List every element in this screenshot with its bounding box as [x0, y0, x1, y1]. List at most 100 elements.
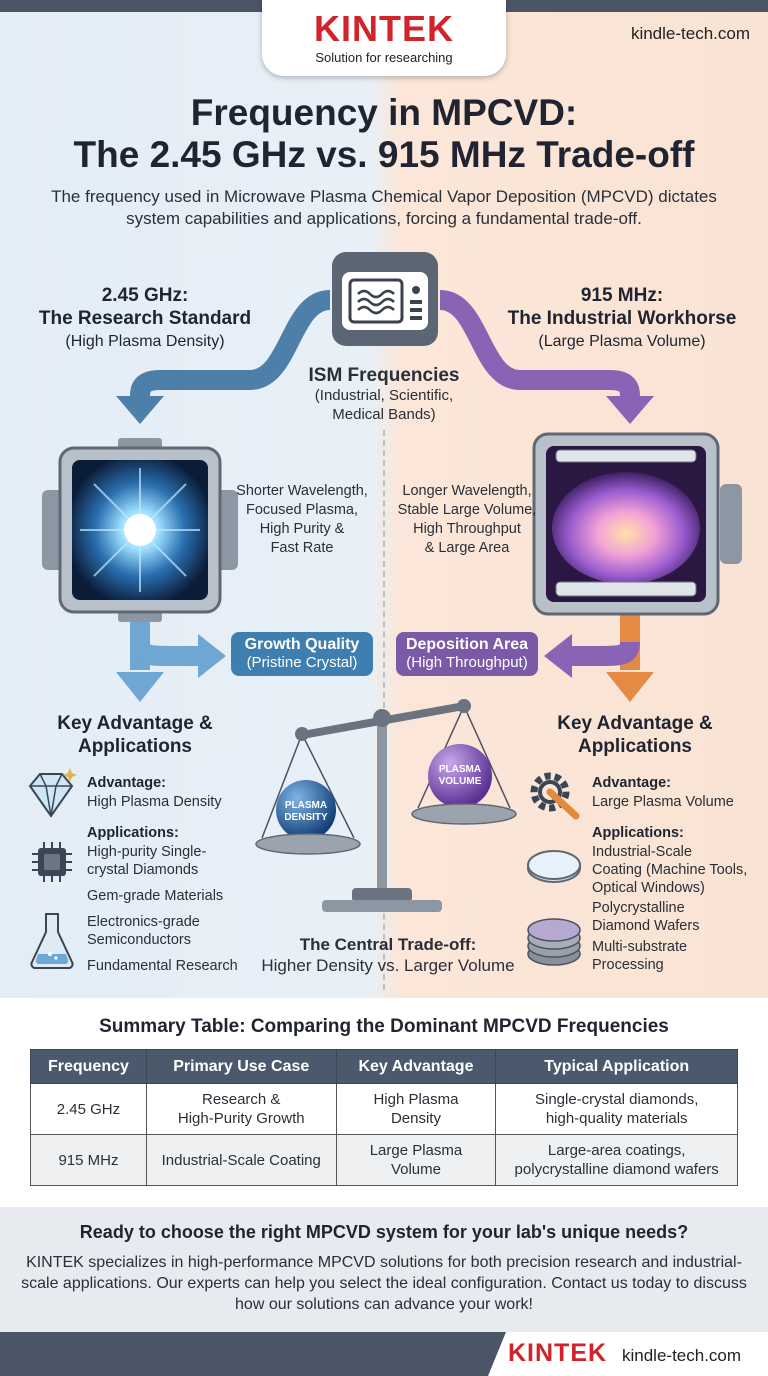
right-freq: 915 MHz: — [580, 285, 664, 306]
header-frequency: Frequency — [30, 1049, 147, 1084]
pill-title: Growth Quality — [244, 636, 360, 653]
ball-text: PLASMA — [438, 764, 482, 775]
right-description: Longer Wavelength, Stable Large Volume, … — [390, 482, 544, 558]
pill-title: Deposition Area — [405, 636, 529, 653]
central-tradeoff: The Central Trade-off: Higher Density vs… — [238, 934, 538, 976]
reactor-915-mhz-icon — [532, 432, 742, 616]
plasma-volume-ball-label: PLASMA VOLUME — [430, 764, 490, 788]
summary-table-title: Summary Table: Comparing the Dominant MP… — [99, 1016, 669, 1037]
ball-text: PLASMA — [284, 800, 328, 811]
left-desc-line: Fast Rate — [270, 540, 334, 556]
left-app-line: High-purity Single- — [87, 844, 207, 860]
left-note: (High Plasma Density) — [65, 333, 225, 350]
right-app-line: Diamond Wafers — [592, 918, 700, 934]
gear-wrench-icon — [530, 772, 580, 820]
left-app-line: crystal Diamonds — [87, 862, 199, 878]
cell-line: High-Purity Growth — [177, 1110, 305, 1127]
tradeoff-text: Higher Density vs. Larger Volume — [261, 956, 515, 975]
diamond-icon — [28, 768, 77, 818]
reactor-245-ghz-icon — [42, 438, 238, 622]
ism-line-2: Medical Bands) — [332, 406, 436, 423]
right-app-line: Industrial-Scale — [592, 844, 692, 860]
ka-line: Applications — [577, 736, 692, 757]
table-cell: 2.45 GHz — [30, 1083, 147, 1135]
header-advantage: Key Advantage — [335, 1049, 497, 1084]
left-description: Shorter Wavelength, Focused Plasma, High… — [226, 482, 378, 558]
title-line-1: Frequency in MPCVD: — [190, 92, 578, 133]
table-row: 915 MHz Industrial-Scale Coating Large P… — [30, 1134, 738, 1186]
table-header-row: Frequency Primary Use Case Key Advantage… — [30, 1049, 738, 1084]
header-use-case: Primary Use Case — [145, 1049, 337, 1084]
cell-line: high-quality materials — [545, 1110, 688, 1127]
cell-line: 2.45 GHz — [56, 1100, 121, 1118]
cell-line: polycrystalline diamond wafers — [514, 1161, 719, 1178]
left-advantage: High Plasma Density — [87, 794, 222, 810]
microwave-icon — [332, 252, 438, 346]
left-app-line: Gem-grade Materials — [87, 888, 224, 904]
right-name: The Industrial Workhorse — [507, 308, 737, 329]
cell-line: Research & — [202, 1091, 281, 1108]
wafer-stack-icon — [527, 918, 581, 966]
logo-tagline: Solution for researching — [315, 50, 453, 65]
logo-tab[interactable]: KINTEK Solution for researching — [262, 0, 506, 76]
site-link-footer[interactable]: kindle-tech.com — [622, 1346, 742, 1365]
right-desc-line: Longer Wavelength, — [402, 483, 532, 499]
right-app-line: Polycrystalline — [592, 900, 685, 916]
cell-line: Large Plasma — [369, 1142, 463, 1159]
footer-logo-tab — [488, 1332, 768, 1376]
left-desc-line: Focused Plasma, — [245, 502, 359, 518]
kintek-logo: KINTEK — [314, 8, 454, 49]
cta-body: KINTEK specializes in high-performance M… — [21, 1254, 747, 1313]
table-cell: Single-crystal diamonds, high-quality mat… — [495, 1083, 738, 1135]
left-advantage-label: Advantage: — [87, 775, 166, 791]
ka-line: Applications — [77, 736, 192, 757]
right-desc-line: High Throughput — [413, 521, 521, 537]
ball-text: DENSITY — [284, 812, 328, 823]
table-cell: Large-area coatings,polycrystalline diam… — [495, 1134, 738, 1186]
right-desc-line: & Large Area — [424, 540, 510, 556]
left-app-line: Electronics-grade — [87, 914, 200, 930]
table-cell: Research & High-Purity Growth — [145, 1083, 337, 1135]
right-desc-line: Stable Large Volume, — [397, 502, 537, 518]
balance-scale-icon — [255, 699, 517, 912]
page-subtitle: The frequency used in Microwave Plasma C… — [51, 187, 717, 228]
left-applications-label: Applications: — [87, 825, 179, 841]
left-app-line: Semiconductors — [87, 932, 191, 948]
cta-heading: Ready to choose the right MPCVD system f… — [79, 1222, 689, 1242]
chip-icon — [32, 842, 72, 882]
header-application: Typical Application — [495, 1049, 738, 1084]
right-advantage: Large Plasma Volume — [592, 794, 734, 810]
pill-sub: (High Throughput) — [406, 654, 528, 671]
tradeoff-title: The Central Trade-off: — [299, 935, 477, 954]
cell-line: Volume — [390, 1161, 441, 1178]
left-key-advantage-heading: Key Advantage & Applications — [30, 712, 240, 758]
table-row: 2.45 GHz Research & High-Purity Growth Hi… — [30, 1083, 738, 1135]
site-link-top[interactable]: kindle-tech.com — [630, 24, 750, 43]
cell-line: Industrial-Scale Coating — [161, 1151, 321, 1169]
deposition-area-pill: Deposition Area (High Throughput) — [396, 632, 538, 676]
ball-text: VOLUME — [438, 776, 482, 787]
ism-title: ISM Frequencies — [308, 365, 460, 386]
title-line-2: The 2.45 GHz vs. 915 MHz Trade-off — [73, 134, 695, 175]
right-note: (Large Plasma Volume) — [538, 333, 706, 350]
left-freq: 2.45 GHz: — [101, 285, 189, 306]
right-app-line: Multi-substrate — [592, 939, 688, 955]
table-cell: 915 MHz — [30, 1134, 147, 1186]
cell-line: Density — [390, 1110, 441, 1127]
plasma-density-ball-label: PLASMA DENSITY — [276, 800, 336, 824]
ka-line: Key Advantage & — [57, 713, 213, 734]
right-advantage-label: Advantage: — [592, 775, 671, 791]
left-desc-line: High Purity & — [259, 521, 345, 537]
footer-kintek-logo[interactable]: KINTEK — [508, 1339, 608, 1367]
right-app-line: Processing — [592, 957, 664, 973]
flask-icon — [30, 913, 74, 970]
page-title: Frequency in MPCVD: The 2.45 GHz vs. 915… — [0, 92, 768, 176]
left-desc-line: Shorter Wavelength, — [236, 483, 368, 499]
table-cell: Industrial-Scale Coating — [145, 1134, 337, 1186]
optical-window-icon — [527, 850, 581, 883]
right-app-line: Optical Windows) — [592, 880, 705, 896]
cell-line: Single-crystal diamonds, — [534, 1091, 699, 1108]
right-app-line: Coating (Machine Tools, — [592, 862, 748, 878]
